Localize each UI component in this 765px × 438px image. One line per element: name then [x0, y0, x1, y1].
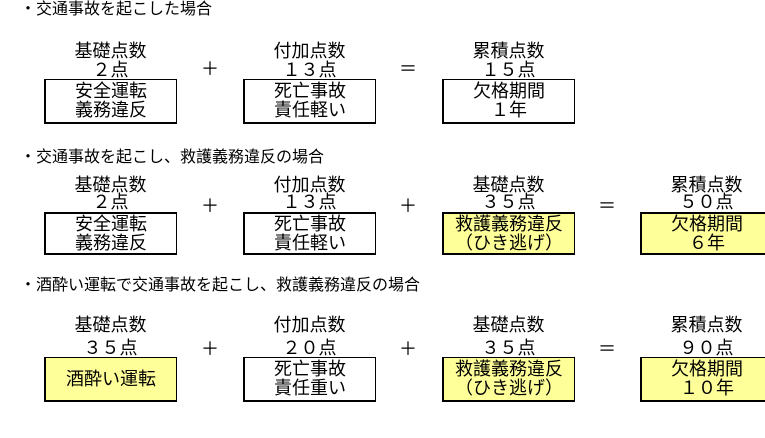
section-drunk-driving-hit-and-run: ・酒酔い運転で交通事故を起こし、救護義務違反の場合 基礎点数 ３５点 酒酔い運転… — [0, 276, 765, 406]
box-line: （ひき逃げ） — [455, 378, 563, 399]
points-value: １５点 — [481, 60, 536, 81]
column-header: 付加点数 — [273, 315, 346, 336]
box-line: 義務違反 — [75, 232, 147, 254]
section-title: ・交通事故を起こした場合 — [20, 0, 213, 18]
column-header: 累積点数 — [670, 315, 743, 336]
equals-operator: ＝ — [598, 196, 616, 217]
violation-box: 死亡事故 責任軽い — [243, 79, 376, 124]
plus-operator: ＋ — [201, 196, 219, 217]
box-line: 救護義務違反 — [455, 213, 563, 235]
section-title: ・酒酔い運転で交通事故を起こし、救護義務違反の場合 — [20, 275, 421, 294]
box-line: 死亡事故 — [274, 81, 346, 102]
plus-operator: ＋ — [201, 59, 219, 80]
column-header: 基礎点数 — [74, 175, 147, 196]
column-header: 累積点数 — [472, 41, 545, 62]
column-header: 付加点数 — [273, 175, 346, 196]
box-line: 欠格期間 — [671, 359, 743, 380]
violation-box: 安全運転 義務違反 — [44, 79, 177, 124]
points-value: １３点 — [282, 60, 337, 81]
box-line: 安全運転 — [75, 81, 147, 102]
section-traffic-accident: ・交通事故を起こした場合 基礎点数 ２点 安全運転 義務違反 ＋ 付加点数 １３… — [0, 0, 765, 130]
equals-operator: ＝ — [399, 59, 417, 80]
box-line: 救護義務違反 — [455, 359, 563, 380]
box-line: 死亡事故 — [274, 213, 346, 235]
section-title: ・交通事故を起こし、救護義務違反の場合 — [20, 147, 325, 166]
box-line: 責任軽い — [274, 100, 346, 121]
equals-operator: ＝ — [598, 339, 616, 360]
plus-operator: ＋ — [399, 339, 417, 360]
points-value: ５０点 — [679, 192, 734, 213]
box-line: 酒酔い運転 — [66, 368, 156, 390]
box-line: （ひき逃げ） — [455, 232, 563, 254]
disqualification-box: 欠格期間 ６年 — [640, 212, 765, 255]
column-header: 付加点数 — [273, 41, 346, 62]
points-value: ２点 — [92, 60, 129, 81]
points-value: １３点 — [282, 192, 337, 213]
points-value: ２０点 — [282, 338, 337, 359]
box-line: 欠格期間 — [671, 213, 743, 235]
column-header: 基礎点数 — [472, 315, 545, 336]
violation-box: 酒酔い運転 — [44, 357, 177, 402]
violation-box: 死亡事故 責任軽い — [243, 212, 376, 255]
points-value: ９０点 — [679, 338, 734, 359]
column-header: 基礎点数 — [74, 41, 147, 62]
violation-box: 安全運転 義務違反 — [44, 212, 177, 255]
box-line: 責任重い — [274, 378, 346, 399]
column-header: 基礎点数 — [472, 175, 545, 196]
box-line: 安全運転 — [75, 213, 147, 235]
box-line: 義務違反 — [75, 100, 147, 121]
disqualification-box: 欠格期間 １年 — [442, 79, 575, 124]
box-line: 死亡事故 — [274, 359, 346, 380]
violation-box: 救護義務違反 （ひき逃げ） — [442, 357, 575, 402]
plus-operator: ＋ — [399, 196, 417, 217]
column-header: 基礎点数 — [74, 315, 147, 336]
points-value: ３５点 — [83, 338, 138, 359]
box-line: 責任軽い — [274, 232, 346, 254]
section-hit-and-run: ・交通事故を起こし、救護義務違反の場合 基礎点数 ２点 安全運転 義務違反 ＋ … — [0, 148, 765, 260]
violation-box: 死亡事故 責任重い — [243, 357, 376, 402]
box-line: ６年 — [689, 232, 725, 254]
box-line: 欠格期間 — [473, 81, 545, 102]
points-value: ２点 — [92, 192, 129, 213]
column-header: 累積点数 — [670, 175, 743, 196]
plus-operator: ＋ — [201, 339, 219, 360]
box-line: １０年 — [680, 378, 734, 399]
box-line: １年 — [491, 100, 527, 121]
violation-box: 救護義務違反 （ひき逃げ） — [442, 212, 575, 255]
disqualification-box: 欠格期間 １０年 — [640, 357, 765, 402]
points-value: ３５点 — [481, 338, 536, 359]
points-value: ３５点 — [481, 192, 536, 213]
